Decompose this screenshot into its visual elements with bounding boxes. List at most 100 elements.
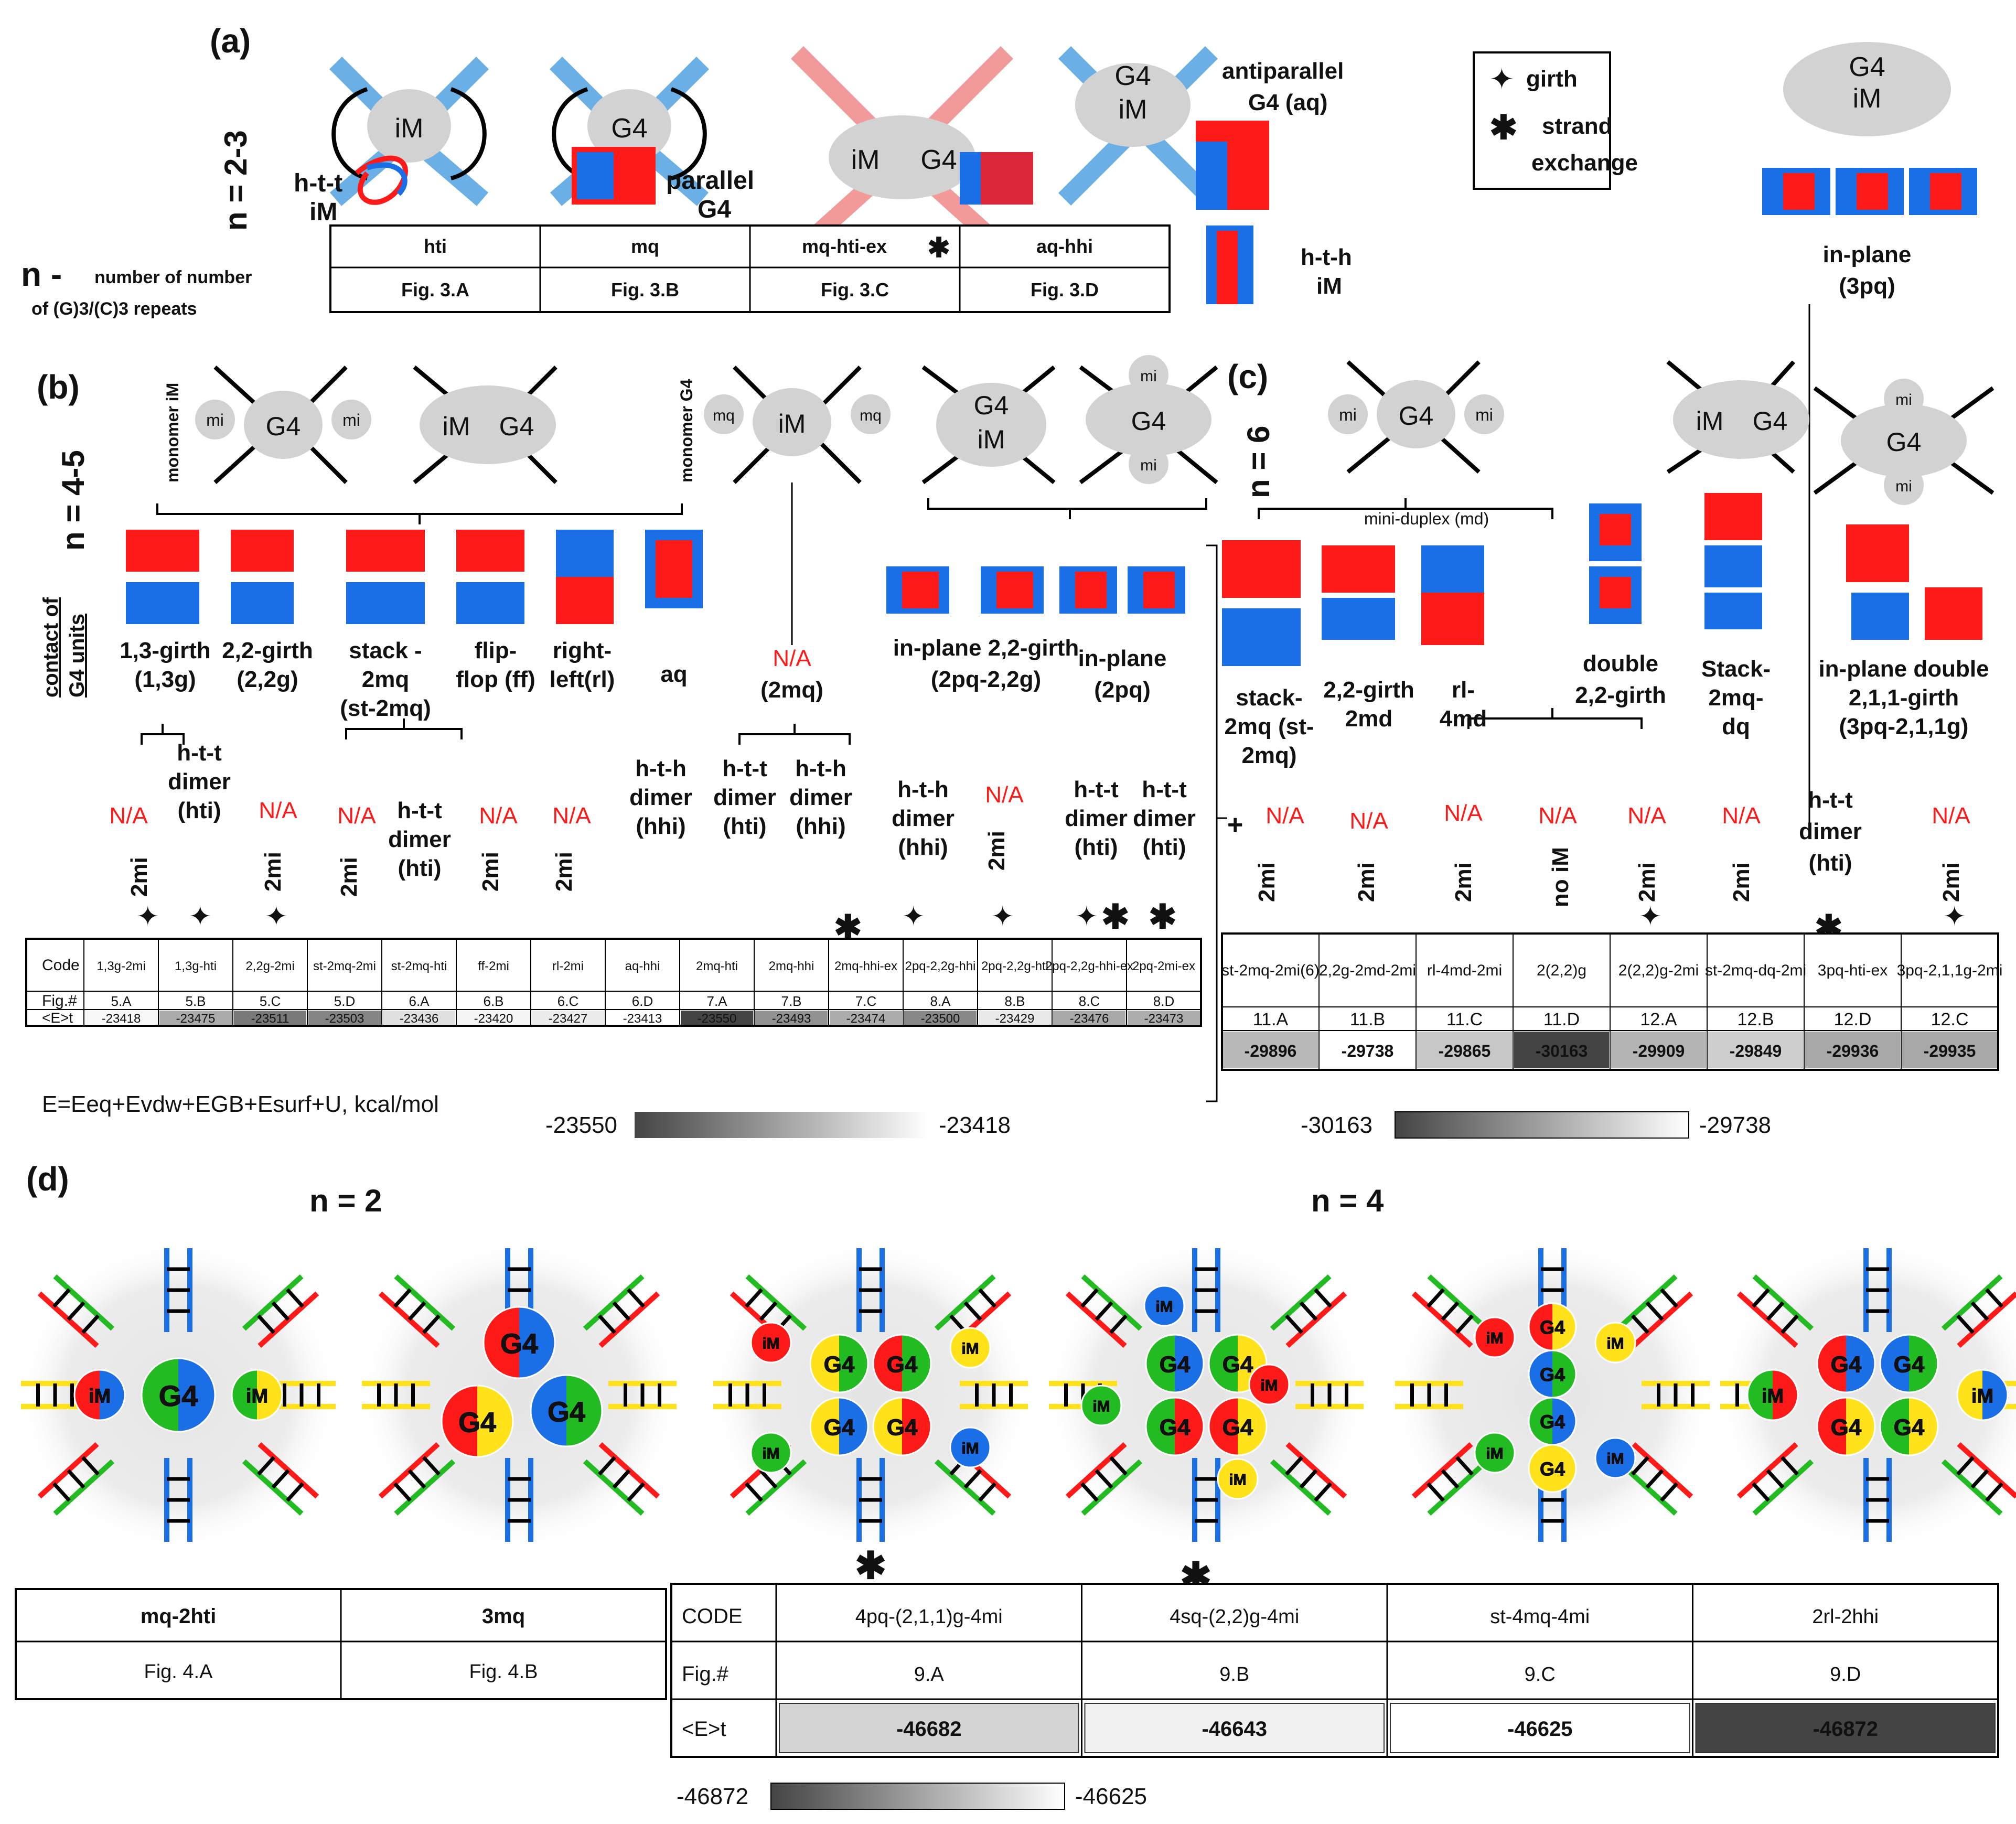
duplex-ladder bbox=[164, 1248, 192, 1332]
quadrant bbox=[1909, 1398, 1938, 1426]
code-cell: 2,2g-2md-2mi bbox=[1319, 962, 1416, 979]
d-diagram-3 bbox=[708, 1238, 1033, 1552]
duplex-ladder bbox=[1642, 1381, 1710, 1409]
rung bbox=[1631, 1456, 1649, 1476]
rung bbox=[257, 1456, 275, 1476]
energy-shade bbox=[904, 1011, 977, 1025]
topology-label: 2,2-girth bbox=[1575, 682, 1666, 708]
node-label: G4 bbox=[1540, 1364, 1565, 1386]
node-label: iM bbox=[1260, 1377, 1278, 1394]
quadrant bbox=[142, 1395, 178, 1432]
topology-label: 2mq) bbox=[1241, 743, 1296, 768]
outline bbox=[1143, 1285, 1185, 1327]
asterisk-symbol: ✱ bbox=[1149, 898, 1177, 936]
quadrant bbox=[531, 1411, 566, 1446]
rung bbox=[598, 1314, 616, 1334]
topology-label: (3pq-2,1,1g) bbox=[1839, 714, 1969, 739]
na-label: N/A bbox=[1349, 808, 1388, 834]
quadrant bbox=[484, 1343, 519, 1378]
panel-b-label: (b) bbox=[37, 368, 80, 406]
topology-label: aq bbox=[660, 661, 687, 687]
asterisk-symbol: ✱ bbox=[1489, 109, 1518, 146]
duplex-arms bbox=[329, 56, 489, 206]
rung bbox=[286, 1482, 304, 1502]
girth-symbol: ✦ bbox=[1943, 902, 1966, 932]
panel-d-label: (d) bbox=[26, 1160, 69, 1198]
quadrant bbox=[839, 1426, 868, 1455]
node-circle: G4 bbox=[872, 1334, 932, 1393]
rung bbox=[1109, 1456, 1128, 1476]
energy-cell: -23550 bbox=[698, 1012, 737, 1026]
im-label: iM bbox=[978, 425, 1005, 454]
antiparallel-caption-2: G4 (aq) bbox=[1248, 90, 1328, 115]
topology-label: right- bbox=[553, 638, 612, 663]
n-6: n = 6 bbox=[1241, 426, 1276, 498]
duplex-ladder bbox=[1270, 1274, 1347, 1348]
rung bbox=[612, 1469, 631, 1489]
code-cell: 2mq-hhi-ex bbox=[834, 959, 897, 973]
quadrant bbox=[1144, 1306, 1164, 1326]
structure-g4-im-b: G4 iM bbox=[921, 365, 1056, 485]
node-label: iM bbox=[961, 1340, 979, 1357]
2mi-label: 2mi bbox=[551, 852, 577, 892]
energy-shade bbox=[830, 1011, 902, 1025]
parallel-g4-blue bbox=[577, 152, 614, 199]
topology-label: 2,1,1-girth bbox=[1849, 685, 1959, 711]
duplex-ladder bbox=[37, 1442, 115, 1516]
energy-shade bbox=[532, 1011, 604, 1025]
na-label: N/A bbox=[1538, 803, 1577, 829]
topology-label: Stack- bbox=[1701, 656, 1771, 682]
energy-shade bbox=[1084, 1703, 1385, 1753]
fig-cell: 6.D bbox=[632, 993, 653, 1009]
dimer-label: dimer bbox=[789, 785, 852, 810]
dimer-label: dimer bbox=[168, 769, 231, 795]
loop-lines bbox=[331, 87, 487, 180]
outline bbox=[1594, 1322, 1636, 1364]
quadrant bbox=[1249, 1385, 1269, 1404]
node-label: G4 bbox=[1160, 1415, 1191, 1441]
rung bbox=[963, 1301, 982, 1321]
asterisk-symbol: ✱ bbox=[927, 233, 950, 263]
quadrant bbox=[1529, 1421, 1552, 1445]
d-diagram-2 bbox=[357, 1238, 682, 1552]
structure-mi-g4-mi: G4 mi mi bbox=[195, 366, 371, 484]
quadrant bbox=[1773, 1395, 1798, 1420]
na-label: N/A bbox=[337, 803, 376, 829]
topology-label: stack- bbox=[1236, 685, 1302, 711]
energy-cell: -23418 bbox=[102, 1012, 141, 1026]
duplex-ladder bbox=[960, 1381, 1028, 1409]
topology-label: (st-2mq) bbox=[340, 695, 431, 721]
code-cell: 1,3g-2mi bbox=[96, 959, 145, 973]
panel-c-label: (c) bbox=[1227, 358, 1268, 395]
quadrant bbox=[1615, 1458, 1635, 1478]
quadrant bbox=[873, 1426, 902, 1455]
quadrant bbox=[839, 1335, 868, 1364]
outline bbox=[441, 1385, 514, 1458]
htt-label: h-t-t bbox=[722, 756, 767, 781]
topology-label: 2mq bbox=[362, 667, 409, 692]
topology-label: 2,2-girth bbox=[222, 638, 313, 663]
htt-label: h-t-t bbox=[1808, 787, 1853, 813]
duplex-ladder bbox=[378, 1274, 456, 1348]
energy-shade bbox=[383, 1011, 455, 1025]
node-label: G4 bbox=[458, 1407, 496, 1438]
n-def-line-2: of (G)3/(C)3 repeats bbox=[31, 299, 197, 319]
htt-label: h-t-t bbox=[397, 798, 442, 823]
structure-g4: G4 bbox=[549, 56, 710, 206]
outline bbox=[1594, 1437, 1636, 1479]
inplane-caption-1: in-plane bbox=[1823, 242, 1912, 267]
quadrant bbox=[1846, 1335, 1875, 1364]
quadrant bbox=[902, 1364, 931, 1392]
code-cell: hti bbox=[424, 235, 447, 257]
girth-symbol: ✦ bbox=[1075, 902, 1098, 932]
quadrant bbox=[1146, 1426, 1175, 1455]
topology-label: rl- bbox=[1452, 677, 1475, 703]
node-circle: G4 bbox=[1208, 1334, 1268, 1393]
quadrant bbox=[442, 1421, 477, 1457]
duplex-ladder bbox=[1295, 1381, 1364, 1409]
node-circle: iM bbox=[750, 1432, 792, 1474]
c-annotations: + N/A N/A N/A N/A N/A N/A h-t-t dimer (h… bbox=[1227, 787, 1970, 946]
outline bbox=[949, 1327, 991, 1369]
code-cell: rl-2mi bbox=[552, 959, 584, 973]
outline bbox=[1816, 1334, 1876, 1393]
